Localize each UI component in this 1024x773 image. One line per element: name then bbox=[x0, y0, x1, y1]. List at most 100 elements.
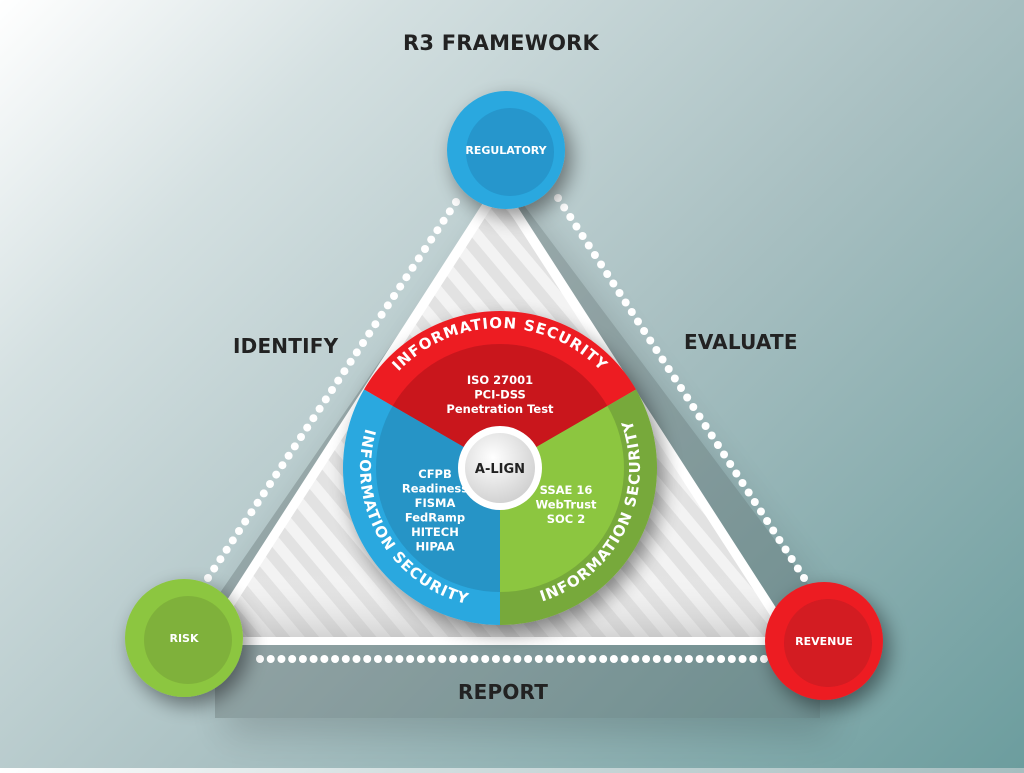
dot-bottom-edge bbox=[459, 655, 468, 663]
dot-right-edge bbox=[640, 327, 649, 335]
dot-right-edge bbox=[658, 355, 667, 364]
dot-right-edge bbox=[763, 517, 772, 525]
dot-bottom-edge bbox=[449, 655, 458, 663]
node-revenue-inner bbox=[784, 599, 872, 687]
dot-bottom-edge bbox=[642, 655, 651, 663]
dot-right-edge bbox=[781, 545, 790, 554]
dot-left-edge bbox=[297, 433, 305, 441]
dot-left-edge bbox=[266, 480, 274, 488]
dot-right-edge bbox=[609, 279, 618, 288]
dot-right-edge bbox=[566, 213, 575, 221]
dot-left-edge bbox=[408, 263, 417, 272]
wheel-item-top: ISO 27001 bbox=[467, 373, 533, 387]
dot-bottom-edge bbox=[566, 655, 575, 663]
dot-bottom-edge bbox=[738, 655, 747, 663]
node-risk: RISK bbox=[125, 579, 243, 697]
dot-right-edge bbox=[597, 260, 606, 269]
node-revenue-label: REVENUE bbox=[795, 635, 853, 648]
dot-left-edge bbox=[278, 461, 287, 470]
dot-right-edge bbox=[689, 403, 698, 411]
dot-bottom-edge bbox=[256, 655, 264, 663]
dot-bottom-edge bbox=[309, 655, 318, 663]
dot-bottom-edge bbox=[620, 655, 629, 663]
dot-left-edge bbox=[452, 198, 460, 206]
dot-bottom-edge bbox=[631, 655, 640, 663]
dot-right-edge bbox=[621, 298, 630, 307]
dot-bottom-edge bbox=[320, 655, 329, 663]
dot-left-edge bbox=[359, 339, 367, 347]
node-regulatory-label: REGULATORY bbox=[465, 144, 547, 157]
node-risk-label: RISK bbox=[169, 632, 198, 645]
dot-left-edge bbox=[334, 376, 343, 385]
node-regulatory: REGULATORY bbox=[447, 91, 565, 209]
edge-label-identify: IDENTIFY bbox=[233, 334, 339, 358]
dot-bottom-edge bbox=[545, 655, 554, 663]
dot-right-edge bbox=[670, 374, 679, 383]
dot-left-edge bbox=[241, 517, 250, 526]
wheel-item-left: Readiness bbox=[402, 482, 468, 496]
dot-right-edge bbox=[732, 469, 741, 478]
dot-bottom-edge bbox=[652, 655, 661, 663]
dot-bottom-edge bbox=[588, 655, 597, 663]
node-revenue: REVENUE bbox=[765, 582, 883, 700]
dot-bottom-edge bbox=[481, 655, 490, 663]
dot-bottom-edge bbox=[406, 655, 415, 663]
dot-right-edge bbox=[646, 336, 655, 345]
dot-left-edge bbox=[445, 207, 454, 216]
dot-left-edge bbox=[340, 367, 349, 376]
wheel-item-left: HIPAA bbox=[415, 540, 454, 554]
dot-right-edge bbox=[627, 308, 636, 316]
dot-right-edge bbox=[615, 289, 624, 297]
dot-bottom-edge bbox=[384, 655, 393, 663]
wheel-item-left: FISMA bbox=[415, 496, 456, 510]
dot-right-edge bbox=[720, 450, 729, 459]
dot-bottom-edge bbox=[438, 655, 447, 663]
edge-label-report: REPORT bbox=[458, 680, 549, 704]
dot-left-edge bbox=[427, 235, 436, 244]
dot-left-edge bbox=[421, 245, 429, 253]
dot-bottom-edge bbox=[470, 655, 479, 663]
dot-left-edge bbox=[315, 404, 324, 413]
dot-left-edge bbox=[328, 386, 336, 394]
dot-right-edge bbox=[683, 393, 692, 402]
dot-right-edge bbox=[744, 488, 753, 497]
dot-bottom-edge bbox=[502, 655, 511, 663]
dot-right-edge bbox=[800, 574, 808, 582]
dot-right-edge bbox=[554, 194, 562, 202]
dot-right-edge bbox=[677, 384, 685, 392]
wheel-item-left: HITECH bbox=[411, 525, 459, 539]
dot-bottom-edge bbox=[663, 655, 672, 663]
framework-nodes: REGULATORY RISK REVENUE bbox=[125, 91, 883, 700]
dot-left-edge bbox=[352, 348, 361, 357]
dot-right-edge bbox=[590, 251, 599, 259]
dot-left-edge bbox=[433, 226, 442, 235]
dot-left-edge bbox=[371, 320, 380, 329]
dot-left-edge bbox=[365, 329, 374, 338]
dot-left-edge bbox=[439, 216, 448, 225]
node-risk-inner bbox=[144, 596, 232, 684]
dot-left-edge bbox=[228, 536, 237, 545]
dot-right-edge bbox=[775, 536, 784, 544]
dot-bottom-edge bbox=[684, 655, 693, 663]
diagram-title: R3 FRAMEWORK bbox=[403, 31, 599, 55]
dot-bottom-edge bbox=[491, 655, 500, 663]
dot-left-edge bbox=[216, 555, 225, 564]
dot-bottom-edge bbox=[706, 655, 715, 663]
dot-bottom-edge bbox=[363, 655, 372, 663]
dot-right-edge bbox=[603, 270, 612, 278]
dot-left-edge bbox=[402, 273, 411, 282]
wheel-item-right: WebTrust bbox=[535, 498, 597, 512]
dot-bottom-edge bbox=[513, 655, 522, 663]
wheel-item-right: SSAE 16 bbox=[540, 483, 593, 497]
wheel-item-top: PCI-DSS bbox=[474, 388, 526, 402]
dot-bottom-edge bbox=[717, 655, 726, 663]
dot-right-edge bbox=[633, 317, 642, 326]
dot-bottom-edge bbox=[298, 655, 307, 663]
center-label: A-LIGN bbox=[475, 462, 525, 477]
dot-right-edge bbox=[738, 479, 747, 487]
dot-right-edge bbox=[664, 365, 673, 373]
wheel-item-left: CFPB bbox=[418, 467, 452, 481]
